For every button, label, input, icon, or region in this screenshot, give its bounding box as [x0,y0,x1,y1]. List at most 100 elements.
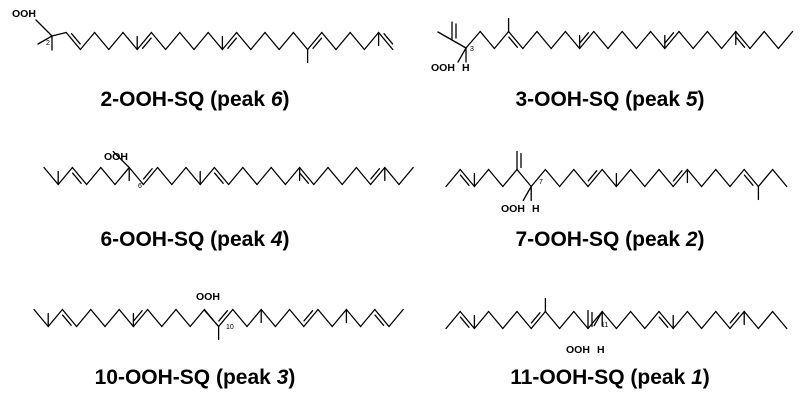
s6-double-bond [729,312,740,324]
s4-bond [771,168,788,188]
s4-double-bond [459,174,470,186]
s1-bond [136,31,153,51]
s3-bond [313,166,329,186]
s6-bond [544,310,561,330]
s6-hydroperoxy-label: OOH [566,344,590,356]
s6-bond [558,310,575,330]
s1-bond [292,31,309,51]
s5-double-bond [132,310,143,322]
s5-caption-close: ) [288,366,296,389]
s4-double-bond [587,170,598,182]
s2-bond [507,30,524,50]
s3-bond [85,166,102,186]
s6-bond [445,310,461,330]
s5-double-bond [303,310,314,322]
s4-bond [672,168,689,188]
s5-bond [331,308,348,328]
s3-bond [43,166,59,186]
s5-caption-main: 10-OOH-SQ (peak [94,366,277,389]
s2-bond [564,30,581,50]
s5-double-bond [374,314,385,326]
s4-bond [544,168,561,188]
s1-bond [335,31,351,51]
s5-bond [374,308,390,328]
s1-caption-close: ) [282,88,290,111]
s2-bond [593,30,609,50]
s5-double-bond [218,310,229,322]
s4-bond [644,168,660,188]
s4-bond [445,168,461,188]
s3-bond [298,166,315,186]
s3-bond [112,150,130,169]
s6-bond [459,310,476,330]
s6-hydrogen-label: H [597,344,605,356]
s3-bond [71,166,88,186]
s5-double-bond [61,314,72,326]
s6-bond [473,310,490,330]
s1-bond [250,31,266,51]
s3-bond [57,166,74,186]
s5-bond [75,308,92,328]
s4-bond [573,168,589,188]
s6-bond [502,310,518,330]
s1-bond [122,31,138,51]
s5-bond [203,309,220,328]
s3-bond [327,166,343,186]
s5-bond [61,308,78,328]
s4-bond [587,168,603,188]
s3-peak-number: 4 [270,228,283,251]
s4-bond [516,168,532,188]
s4-caption-main: 7-OOH-SQ (peak [515,228,686,251]
s2-bond [550,30,567,50]
s1-bond [377,31,394,51]
s4-bond [502,168,518,188]
s5-bond [33,308,49,328]
s4-bond [615,168,632,188]
s2-bond [493,30,510,50]
s2-bond [649,30,666,50]
s4-bond [715,168,731,188]
s2-bond [692,30,709,50]
s4-bond [522,185,532,202]
s3-double-bond [142,168,153,180]
s2-bond [437,31,453,41]
s2-double-bond [664,32,675,44]
s2-bond [621,30,638,50]
s6-bond [672,310,689,330]
s2-bond [578,30,595,50]
s2-bond [522,30,538,50]
s3-bond [242,166,258,186]
s4-bond [629,168,646,188]
s4-double-bond [672,170,683,182]
s5-bond [146,308,163,328]
s5-bond [345,308,362,328]
s1-bond [108,31,124,51]
s6-bond [700,310,717,330]
s6-bond [601,310,618,330]
s3-bond [213,166,230,186]
s5-bond [246,308,262,328]
s2-bond [607,30,623,50]
s2-bond [735,30,751,50]
s1-double-bond [141,37,152,49]
s3-bond [369,166,386,186]
s6-double-bond [530,312,541,324]
s3-double-bond [71,172,82,184]
s3-bond [355,166,372,186]
s4-bond [757,168,774,188]
s1-bond [65,31,82,51]
s4-bond [743,168,760,188]
s2-position-number: 3 [470,46,474,53]
s6-bond [686,310,703,330]
s3-double-bond [213,172,224,184]
s5-bond [274,308,291,328]
s5-caption: 10-OOH-SQ (peak 3) [95,366,296,390]
s1-bond [321,31,337,51]
s6-bond [516,310,532,330]
s3-bond [341,166,358,186]
s6-bond [615,310,632,330]
s1-bond [79,31,96,51]
s1-bond [264,31,280,51]
s6-bond [729,310,745,330]
